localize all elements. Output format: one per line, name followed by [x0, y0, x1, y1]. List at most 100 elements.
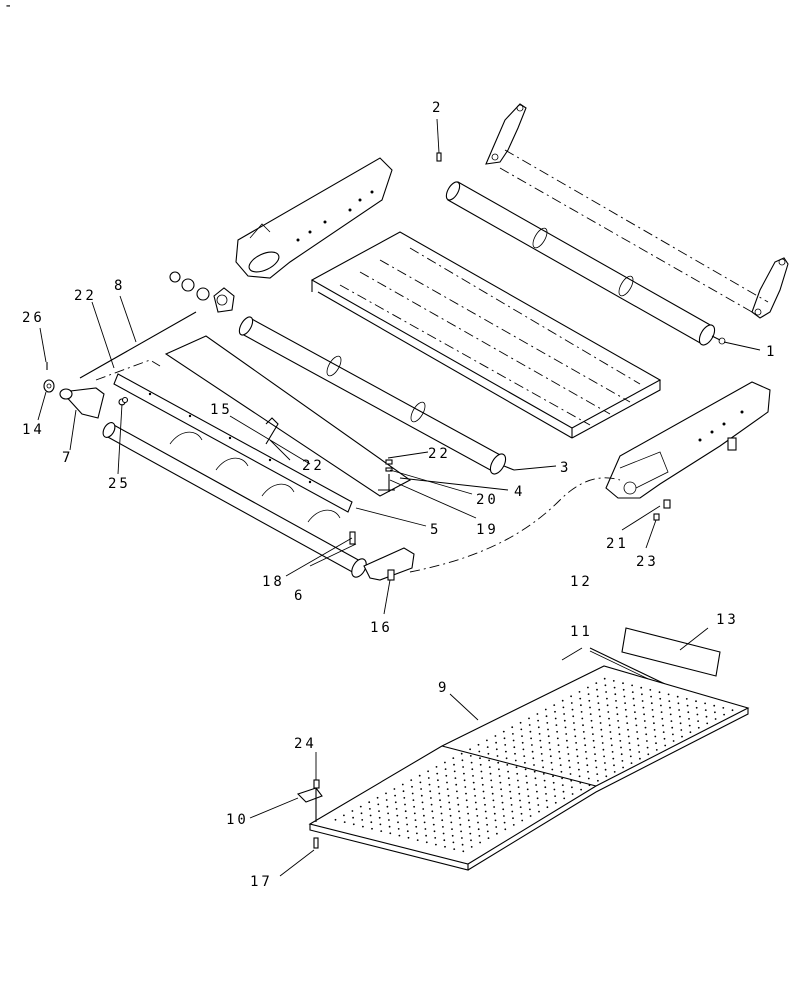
- perforation-dot: [482, 790, 485, 793]
- perforation-dot: [407, 836, 410, 839]
- perforation-dot: [704, 709, 707, 711]
- perforation-dot: [613, 764, 615, 767]
- perforation-dot: [505, 757, 508, 760]
- perforation-dot: [540, 753, 543, 755]
- perforation-dot: [722, 707, 725, 709]
- perforation-dot: [572, 715, 575, 718]
- perforation-dot: [704, 702, 706, 705]
- perforation-dot: [547, 728, 549, 731]
- perforation-dot: [531, 744, 533, 746]
- callout-25: 25: [108, 476, 131, 492]
- perforation-dot: [471, 768, 474, 771]
- perforation-dot: [621, 760, 624, 762]
- perforation-dot: [645, 733, 648, 736]
- perforation-dot: [486, 746, 489, 748]
- perforation-dot: [369, 814, 372, 817]
- perforation-dot: [631, 691, 634, 693]
- perforation-dot: [564, 726, 567, 729]
- perforation-dot: [650, 695, 652, 698]
- perforation-dot: [562, 790, 565, 793]
- perforation-dot: [396, 814, 399, 817]
- perforation-dot: [362, 825, 364, 828]
- perforation-dot: [515, 766, 518, 769]
- perforation-dot: [496, 755, 499, 757]
- perforation-dot: [532, 757, 535, 760]
- perforation-dot: [563, 797, 566, 800]
- perforation-dot: [529, 808, 531, 811]
- perforation-dot: [616, 713, 619, 716]
- perforation-dot: [537, 804, 540, 806]
- perforation-dot: [514, 759, 517, 762]
- perforation-dot: [688, 718, 690, 720]
- perforation-dot: [505, 750, 507, 753]
- perforation-dot: [415, 825, 418, 828]
- perforation-dot: [538, 810, 540, 813]
- perforation-dot: [452, 757, 455, 759]
- perforation-dot: [398, 834, 401, 837]
- perforation-dot: [538, 733, 541, 735]
- perforation-dot: [394, 801, 397, 804]
- perforation-dot: [534, 777, 537, 780]
- perforation-dot: [688, 724, 691, 727]
- perforation-dot: [378, 810, 380, 812]
- perforation-dot: [429, 790, 432, 793]
- perforation-dot: [397, 821, 399, 824]
- perforation-dot: [595, 766, 598, 769]
- perforation-dot: [529, 730, 532, 733]
- perforation-dot: [455, 783, 458, 786]
- perforation-dot: [523, 755, 526, 757]
- perforation-dot: [450, 821, 453, 824]
- perforation-dot: [491, 792, 494, 795]
- perforation-dot: [437, 786, 440, 788]
- perforation-dot: [685, 698, 688, 700]
- perforation-dot: [652, 715, 655, 718]
- flat-sheet: [164, 335, 412, 497]
- perforation-dot: [626, 722, 629, 724]
- perforation-dot: [553, 704, 556, 706]
- perforation-dot: [395, 808, 398, 810]
- perforation-dot: [421, 801, 424, 804]
- perforation-dot: [647, 753, 650, 756]
- perforation-dot: [438, 792, 441, 795]
- perforation-dot: [653, 722, 655, 725]
- perforation-dot: [494, 735, 497, 737]
- perforation-dot: [605, 775, 608, 778]
- perforation-dot: [492, 799, 495, 802]
- perforation-dot: [576, 755, 579, 758]
- perforation-dot: [526, 781, 528, 784]
- perforation-dot: [689, 731, 692, 734]
- perforation-dot: [574, 735, 577, 738]
- perforation-dot: [470, 846, 473, 848]
- callout-1: 1: [766, 344, 777, 360]
- perforation-dot: [663, 737, 666, 740]
- perforation-dot: [522, 748, 525, 751]
- callout-8: 8: [114, 278, 125, 294]
- perforation-dot: [369, 808, 371, 810]
- perforation-dot: [533, 764, 535, 766]
- perforation-dot: [559, 757, 561, 760]
- perforation-dot: [439, 799, 441, 802]
- perforation-dot: [521, 819, 524, 822]
- perforation-dot: [580, 788, 582, 791]
- perforation-dot: [432, 823, 435, 826]
- perforation-dot: [460, 752, 463, 755]
- perforation-dot: [628, 742, 631, 744]
- perforation-dot: [625, 715, 628, 718]
- perforation-dot: [570, 779, 573, 782]
- perforation-dot: [667, 693, 670, 696]
- perforation-dot: [630, 762, 633, 764]
- perforation-dot: [460, 830, 462, 833]
- perforation-dot: [513, 746, 516, 749]
- perforation-dot: [477, 743, 480, 746]
- perforation-dot: [451, 834, 454, 837]
- perforation-dot: [459, 823, 462, 826]
- perforation-dot: [580, 711, 583, 713]
- perforation-dot: [443, 839, 446, 842]
- perforation-dot: [635, 724, 638, 727]
- perforation-dot: [456, 790, 458, 793]
- perforation-dot: [596, 695, 599, 698]
- perforation-dot: [479, 841, 481, 844]
- perforation-dot: [414, 819, 417, 821]
- perforation-dot: [592, 739, 595, 742]
- perforation-dot: [385, 799, 388, 801]
